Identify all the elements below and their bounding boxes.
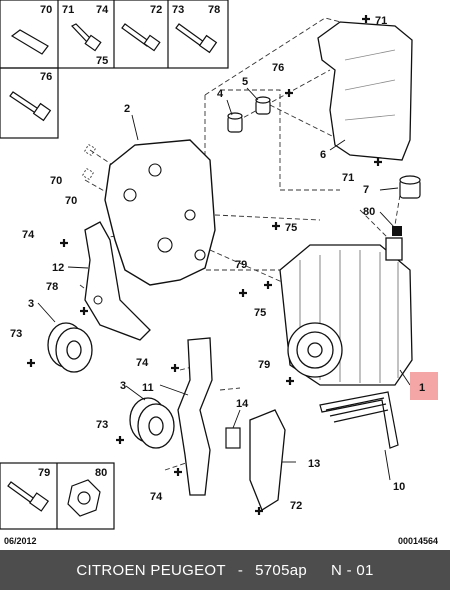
fastener-inset-top — [0, 0, 229, 139]
nut-80-drawing — [67, 479, 101, 517]
bolt-79-drawing — [7, 481, 50, 512]
heat-shield-ribs — [344, 49, 396, 121]
callout-71: 71 — [375, 15, 387, 27]
bolt-72-drawing — [121, 23, 161, 52]
alternator — [279, 237, 413, 386]
callout-74: 74 — [150, 491, 163, 503]
callout-72: 72 — [150, 4, 162, 16]
fastener-74-mid — [169, 362, 181, 374]
fastener-78 — [78, 305, 90, 317]
callout-76: 76 — [40, 71, 52, 83]
callout-1-highlight — [410, 372, 438, 400]
callout-11: 11 — [142, 382, 154, 394]
fastener-76 — [283, 87, 295, 99]
pin-markers-70 — [81, 143, 97, 181]
nut-80 — [392, 226, 402, 236]
bolt-73-78-drawing — [175, 23, 218, 54]
tensioner-arm-hole — [93, 295, 103, 305]
heat-shield — [317, 21, 413, 161]
footer-page: N - 01 — [331, 561, 374, 579]
callout-71: 71 — [342, 172, 354, 184]
callout-78: 78 — [208, 4, 220, 16]
bracket-holes — [123, 163, 206, 261]
callout-4: 4 — [217, 88, 224, 100]
footer-separator: - — [237, 561, 244, 579]
callout-74: 74 — [96, 4, 109, 16]
callout-7: 7 — [363, 184, 369, 196]
fastener-74-left — [58, 237, 70, 249]
arm-11 — [177, 337, 213, 496]
callout-10: 10 — [393, 481, 405, 493]
mounting-bracket — [104, 139, 216, 286]
fastener-79-upper — [262, 279, 274, 291]
fastener-73-upper — [25, 357, 37, 369]
fastener-71-top — [360, 13, 372, 25]
callout-5: 5 — [242, 76, 248, 88]
fastener-inset-bottom — [0, 462, 115, 530]
callout-79: 79 — [235, 259, 247, 271]
fastener-74-lower — [172, 466, 184, 478]
callout-75: 75 — [254, 307, 266, 319]
spacer-5 — [255, 96, 271, 115]
callout-3: 3 — [28, 298, 34, 310]
callout-14: 14 — [236, 398, 249, 410]
callout-2: 2 — [124, 103, 130, 115]
callout-13: 13 — [308, 458, 320, 470]
washer-14 — [225, 427, 241, 449]
callout-74: 74 — [136, 357, 149, 369]
bolt-76-drawing — [9, 91, 52, 122]
callout-70: 70 — [40, 4, 52, 16]
footer-part-number: 5705ap — [255, 561, 307, 579]
callout-71: 71 — [62, 4, 74, 16]
callout-73: 73 — [172, 4, 184, 16]
callout-70: 70 — [50, 175, 62, 187]
footer-brand: CITROEN PEUGEOT — [76, 561, 226, 579]
callout-79: 79 — [258, 359, 270, 371]
fastener-75-lower — [237, 287, 249, 299]
callout-70: 70 — [65, 195, 77, 207]
tensioner-arm-12 — [84, 221, 151, 341]
bolt-71-75-drawing — [71, 23, 102, 52]
callout-1: 1 — [419, 382, 425, 394]
callout-80: 80 — [95, 467, 107, 479]
cap-7 — [399, 175, 421, 199]
callout-6: 6 — [320, 149, 326, 161]
callout-73: 73 — [10, 328, 22, 340]
callout-76: 76 — [272, 62, 284, 74]
idler-pulley-upper — [47, 322, 93, 373]
pin-70-drawing — [10, 29, 49, 55]
fastener-73-lower — [114, 434, 126, 446]
fastener-71-lower — [372, 156, 384, 168]
footer-bar: CITROEN PEUGEOT - 5705ap N - 01 — [0, 550, 450, 590]
fastener-75-upper — [270, 220, 282, 232]
callout-80: 80 — [363, 206, 375, 218]
exploded-diagram: 70 71 74 75 72 73 78 76 — [0, 0, 438, 546]
callout-72: 72 — [290, 500, 302, 512]
bracket-13 — [249, 409, 286, 511]
callout-75: 75 — [96, 55, 108, 67]
idler-pulley-lower — [129, 397, 175, 449]
callout-12: 12 — [52, 262, 64, 274]
reference-code: 00014564 — [398, 536, 438, 546]
callout-74: 74 — [22, 229, 35, 241]
leader-lines — [37, 87, 411, 481]
fastener-79-lower — [284, 375, 296, 387]
callout-3: 3 — [120, 380, 126, 392]
diagram-sheet: 70 71 74 75 72 73 78 76 — [0, 0, 439, 546]
callout-78: 78 — [46, 281, 58, 293]
spacer-4 — [227, 112, 243, 133]
callout-75: 75 — [285, 222, 297, 234]
callout-73: 73 — [96, 419, 108, 431]
callout-79: 79 — [38, 467, 50, 479]
drive-belt — [319, 391, 399, 449]
date-code: 06/2012 — [4, 536, 37, 546]
